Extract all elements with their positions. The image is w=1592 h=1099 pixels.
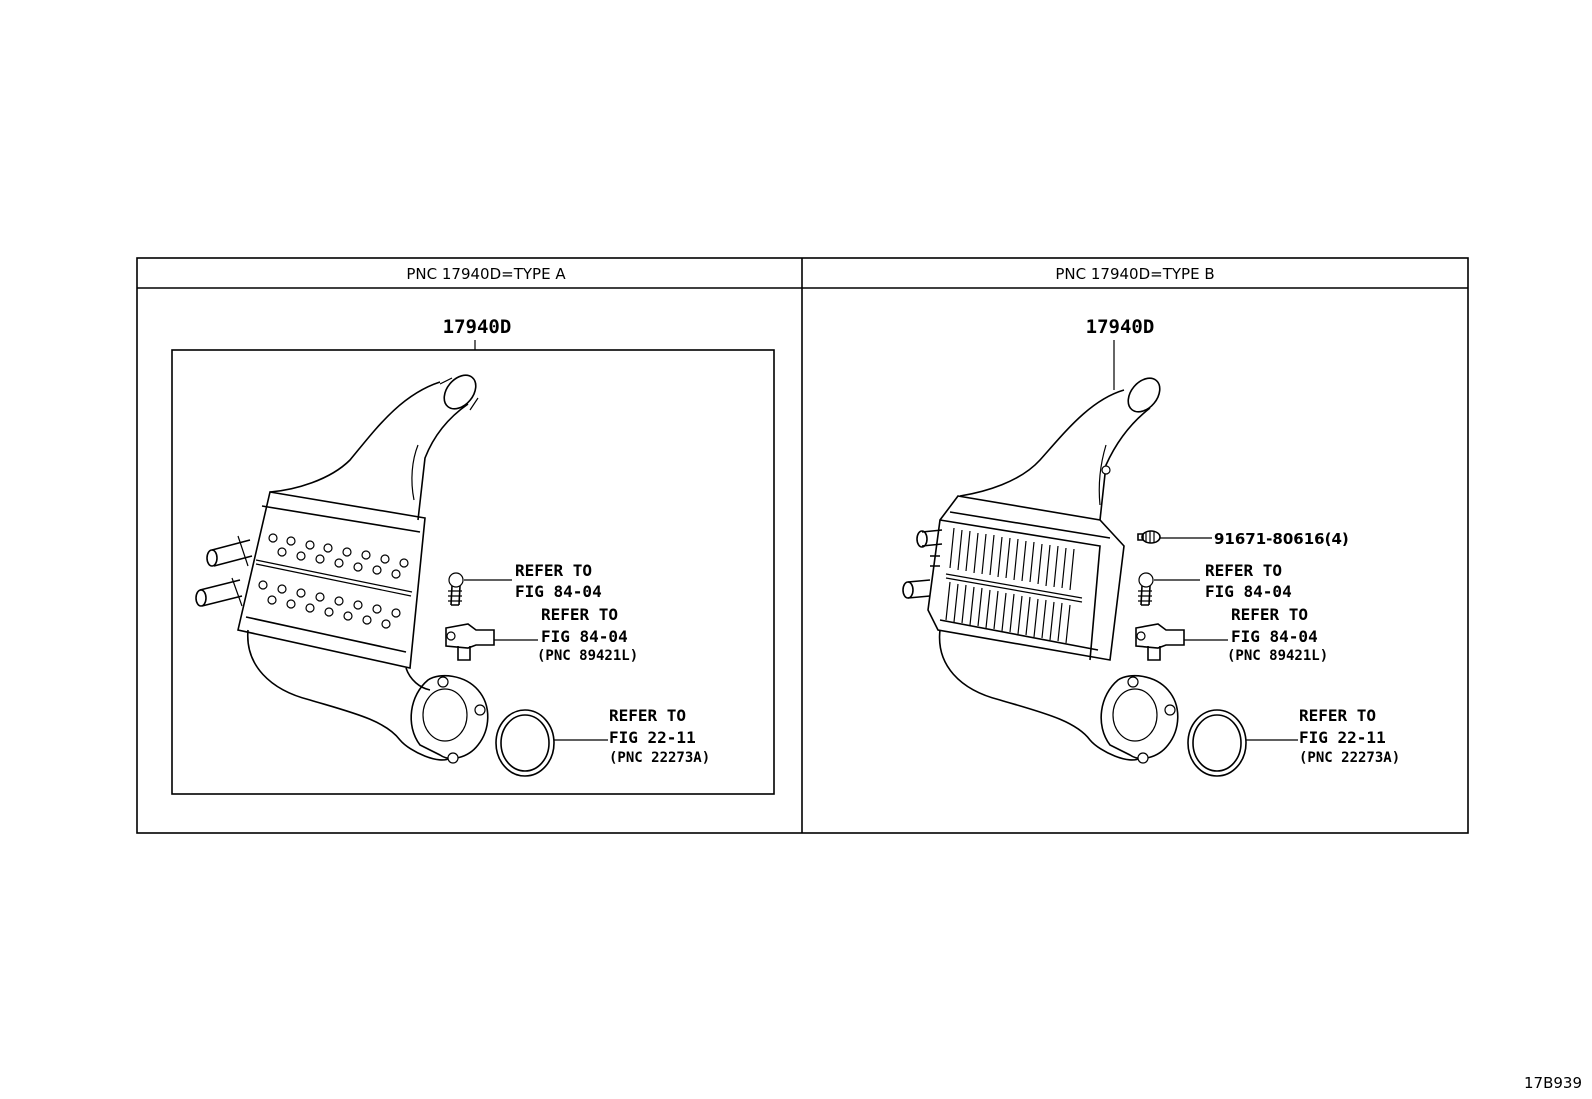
panel-a-callout-2-line3: (PNC 89421L) [537, 648, 638, 664]
core-fins [945, 527, 1083, 644]
panel-a-callout-3-line3: (PNC 22273A) [609, 750, 710, 766]
panel-b-callout-3-line2: FIG 22-11 [1299, 728, 1386, 747]
intercooler-type-a-drawing [195, 374, 608, 777]
panel-a-header: PNC 17940D=TYPE A [406, 265, 566, 283]
panel-b-header: PNC 17940D=TYPE B [1055, 265, 1214, 283]
panel-a-callout-2-line2: FIG 84-04 [541, 627, 628, 646]
flange-bolt-icon [1137, 530, 1161, 544]
panel-a-callout-2-line1: REFER TO [541, 605, 618, 624]
sensor-icon [445, 623, 495, 661]
panel-a-callout-1-line1: REFER TO [515, 561, 592, 580]
panel-b-callout-3-line1: REFER TO [1299, 706, 1376, 725]
panel-b-callout-2-line3: (PNC 89421L) [1227, 648, 1328, 664]
panel-b-callout-2-line2: FIG 84-04 [1231, 627, 1318, 646]
panel-a-callout-3-line1: REFER TO [609, 706, 686, 725]
core-holes [258, 533, 409, 629]
panel-b-callout-1-line1: REFER TO [1205, 561, 1282, 580]
sensor-icon [1135, 623, 1185, 661]
o-ring-icon [495, 709, 555, 777]
bolt-icon [1138, 572, 1154, 606]
drawing-code: 17B939 [1524, 1074, 1582, 1092]
panel-b-callout-2-line1: REFER TO [1231, 605, 1308, 624]
panel-b-callout-1-line2: FIG 84-04 [1205, 582, 1292, 601]
panel-b-callout-3-line3: (PNC 22273A) [1299, 750, 1400, 766]
panel-b-bolt-label: 91671-80616(4) [1214, 530, 1349, 548]
panel-a: 17940D [171, 316, 775, 795]
panel-a-part-label: 17940D [443, 316, 512, 338]
panel-b: 17940D [902, 316, 1400, 777]
panel-a-assembly-box [171, 349, 775, 795]
panel-a-callout-1-line2: FIG 84-04 [515, 582, 602, 601]
o-ring-icon [1187, 709, 1247, 777]
bolt-icon [448, 572, 464, 606]
intercooler-type-b-drawing [902, 377, 1298, 777]
panel-a-callout-3-line2: FIG 22-11 [609, 728, 696, 747]
panel-b-part-label: 17940D [1086, 316, 1155, 338]
